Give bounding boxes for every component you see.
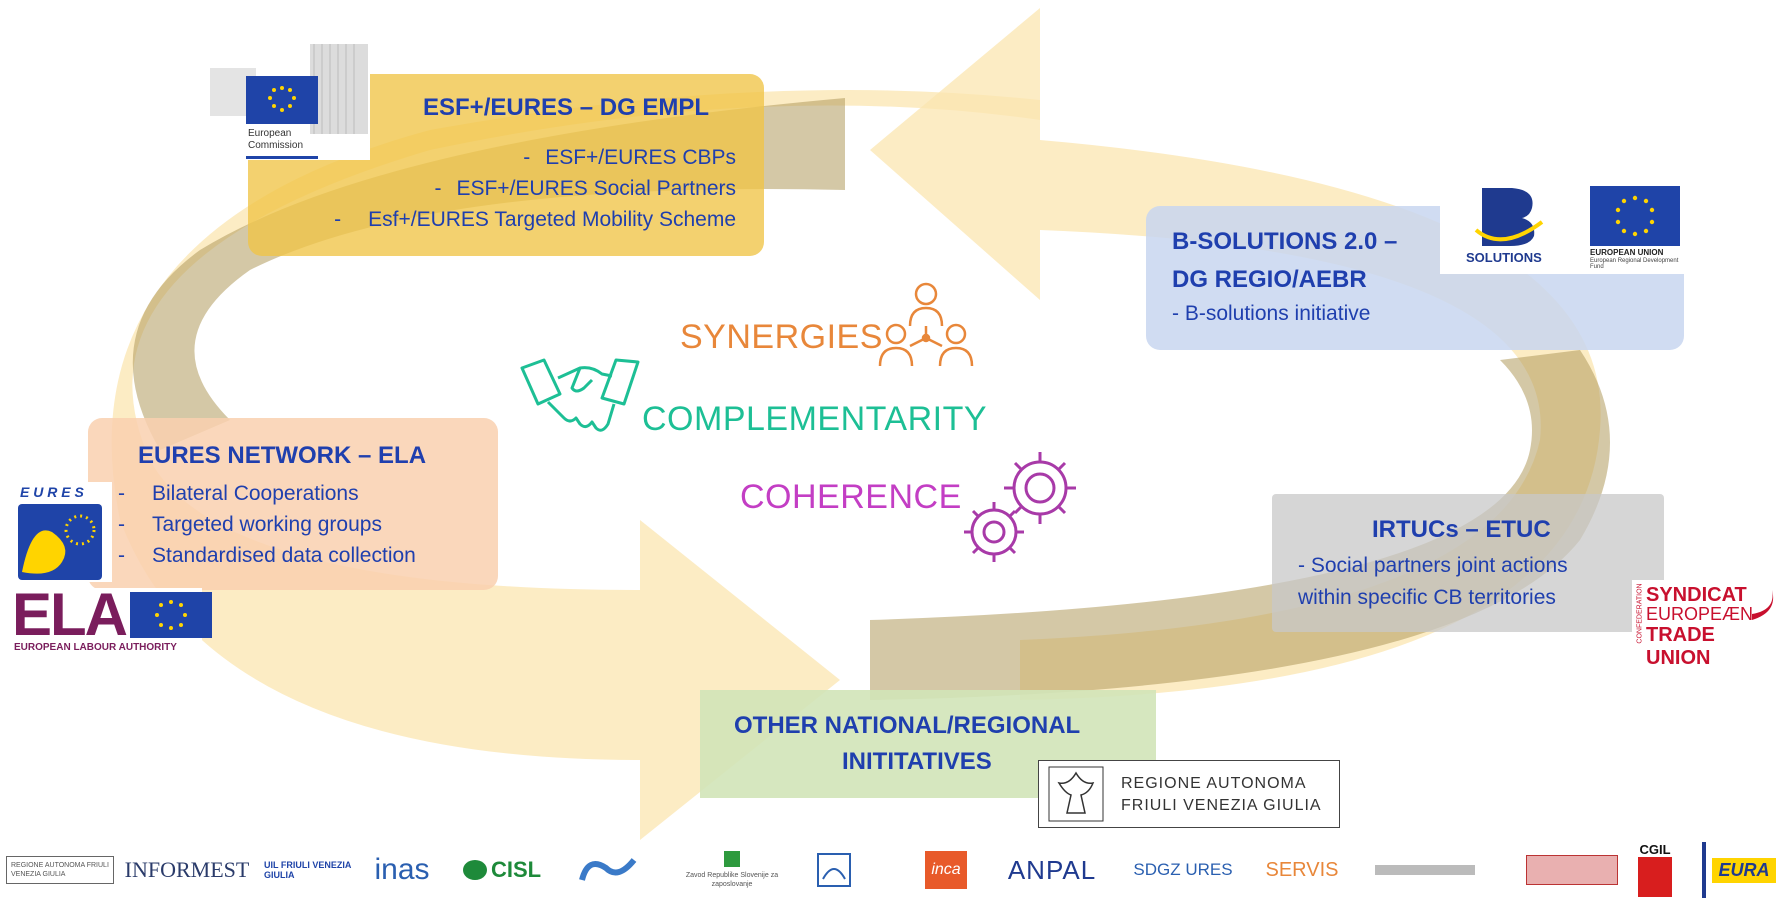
national-regional-title-2: INITITATIVES: [842, 748, 992, 775]
partner-regione-text: REGIONE AUTONOMA FRIULI VENEZIA GIULIA: [6, 856, 114, 884]
partner-logo-generic-1: [1370, 842, 1480, 898]
eures-logo: E U R E S: [12, 482, 112, 582]
partner-logo-uil: UIL FRIULI VENEZIA GIULIA: [262, 842, 358, 898]
ela-logo-text: ELA: [12, 581, 128, 648]
partner-logo-zavod: Zavod Republike Slovenije za zaposlovanj…: [684, 842, 780, 898]
european-commission-logo: European Commission: [210, 44, 370, 160]
eu-flag-text: EUROPEAN UNION: [1590, 248, 1664, 257]
eu-flag-logo: EUROPEAN UNION European Regional Develop…: [1590, 186, 1684, 270]
etuc-line-3: TRADE UNION: [1646, 624, 1715, 669]
partner-logo-cisl: CISL: [456, 842, 548, 898]
esf-eures-title: ESF+/EURES – DG EMPL: [423, 94, 710, 121]
ela-logo-subtext: EUROPEAN LABOUR AUTHORITY: [14, 642, 177, 653]
partner-logo-sdgz: SDGZ URES: [1128, 842, 1238, 898]
partner-logo-slovene-union: [568, 842, 648, 898]
partner-inca-text: inca: [925, 851, 967, 889]
yellow-arrow-right: [870, 8, 1601, 700]
etuc-line-1: SYNDICAT: [1646, 584, 1747, 606]
partner-cgil-text: CGIL: [1639, 841, 1671, 857]
partner-logo-anpal: ANPAL: [1000, 842, 1104, 898]
esf-eures-item-2: -ESF+/EURES Social Partners: [434, 177, 736, 200]
b-solutions-icon: [1474, 188, 1544, 246]
cisl-leaf-icon: [462, 860, 487, 880]
chamber-icon: [817, 853, 851, 887]
partner-logo-regione: REGIONE AUTONOMA FRIULI VENEZIA GIULIA: [6, 842, 114, 898]
generic-logo-bar-icon: [1375, 865, 1475, 875]
national-regional-title-1: OTHER NATIONAL/REGIONAL: [734, 712, 1081, 739]
coherence-text: COHERENCE: [740, 478, 962, 516]
partner-eura-text: EURA: [1712, 857, 1776, 883]
partner-inas-text: inas: [374, 853, 430, 886]
partner-zavod-text: Zavod Republike Slovenije za zaposlovanj…: [685, 872, 779, 888]
handshake-icon: [520, 358, 640, 432]
cgil-red-square-icon: [1638, 856, 1672, 897]
irtucs-box: IRTUCs – ETUC - Social partners joint ac…: [1272, 494, 1664, 632]
eagle-icon: [1048, 766, 1104, 822]
etuc-swoosh-icon: [1752, 590, 1774, 620]
eures-network-title: EURES NETWORK – ELA: [138, 442, 427, 469]
gears-icon: [964, 452, 1076, 562]
ec-logo-line1: European: [248, 128, 292, 139]
partner-servis-text: SERVIS: [1265, 858, 1339, 881]
ela-logo: ELA EUROPEAN LABOUR AUTHORITY: [12, 581, 212, 656]
people-network-icon: [878, 282, 974, 367]
eu-flag-icon: [1590, 186, 1680, 246]
ec-logo-line2: Commission: [248, 140, 304, 151]
esf-eures-item-1: -ESF+/EURES CBPs: [523, 146, 736, 169]
eures-hand-icon: [18, 504, 102, 580]
b-solutions-logo: SOLUTIONS: [1462, 182, 1552, 268]
irtucs-line-2: within specific CB territories: [1298, 586, 1556, 609]
partner-logo-informest: INFORMEST: [125, 842, 250, 898]
eures-network-item-2: -Targeted working groups: [118, 513, 382, 536]
etuc-line-2: EUROPEÆN: [1646, 604, 1754, 624]
slovene-union-icon: [579, 858, 637, 881]
eura-bar-icon: [1702, 842, 1707, 898]
partner-logo-servis: SERVIS: [1250, 842, 1354, 898]
etuc-logo: CONFEDERATION SYNDICAT EUROPEÆN TRADE UN…: [1632, 580, 1778, 669]
eu-flag-subtext: European Regional Development Fund: [1590, 258, 1679, 270]
eures-network-box: EURES NETWORK – ELA -Bilateral Cooperati…: [88, 418, 498, 590]
partner-cisl-text: CISL: [490, 857, 542, 882]
eures-logo-text: E U R E S: [20, 484, 84, 500]
partner-sdgz-text: SDGZ URES: [1133, 860, 1233, 879]
partner-logo-generic-2: [1524, 842, 1620, 898]
b-solutions-item: - B-solutions initiative: [1172, 302, 1371, 325]
partner-logo-inca: inca: [918, 842, 974, 898]
b-solutions-title-1: B-SOLUTIONS 2.0 –: [1172, 228, 1398, 255]
partner-logo-inas: inas: [362, 842, 442, 898]
esf-eures-item-3: -Esf+/EURES Targeted Mobility Scheme: [334, 208, 736, 231]
partner-uil-text: UIL FRIULI VENEZIA GIULIA: [264, 860, 352, 880]
b-solutions-logo-text: SOLUTIONS: [1466, 250, 1542, 265]
regione-fvg-line-2: FRIULI VENEZIA GIULIA: [1121, 797, 1322, 814]
eures-network-item-1: -Bilateral Cooperations: [118, 482, 359, 505]
zavod-icon: [724, 851, 740, 867]
partner-logo-eura: EURA: [1698, 842, 1780, 898]
eures-network-item-3: -Standardised data collection: [118, 544, 416, 567]
etuc-side-text: CONFEDERATION: [1636, 583, 1644, 644]
regione-fvg-line-1: REGIONE AUTONOMA: [1121, 775, 1307, 792]
regione-fvg-logo: REGIONE AUTONOMA FRIULI VENEZIA GIULIA: [1038, 760, 1340, 828]
yellow-arrow-left: [111, 20, 1040, 840]
irtucs-line-1: - Social partners joint actions: [1298, 554, 1568, 577]
generic-flag-icon: [1526, 855, 1618, 885]
partner-anpal-text: ANPAL: [1007, 854, 1097, 885]
b-solutions-title-2: DG REGIO/AEBR: [1172, 266, 1367, 293]
esf-eures-box: ESF+/EURES – DG EMPL -ESF+/EURES CBPs -E…: [248, 74, 764, 256]
synergies-text: SYNERGIES: [680, 318, 883, 356]
ec-building-icon: [210, 44, 368, 159]
partner-logo-cgil: CGIL: [1632, 838, 1678, 900]
complementarity-text: COMPLEMENTARITY: [642, 400, 988, 438]
irtucs-title: IRTUCs – ETUC: [1372, 516, 1551, 543]
ela-eu-flag-icon: [130, 592, 212, 638]
national-regional-box: OTHER NATIONAL/REGIONAL INITITATIVES: [700, 690, 1156, 798]
partner-informest-text: INFORMEST: [124, 857, 250, 882]
partner-logo-chamber: [794, 842, 874, 898]
